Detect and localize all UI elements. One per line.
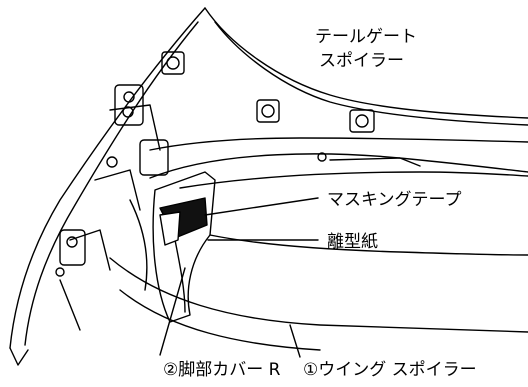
- leader-wing-spoiler: [289, 324, 301, 358]
- label-tailgate-spoiler-line1: テールゲート: [315, 27, 417, 47]
- label-wing-spoiler: ①ウイング スポイラー: [303, 360, 477, 380]
- bracket-2: [106, 139, 169, 176]
- label-leg-cover-r: ②脚部カバー R: [163, 360, 281, 380]
- clip-1: [161, 51, 185, 75]
- bracket-1: [114, 84, 144, 126]
- clip-3: [349, 109, 375, 133]
- leader-leg-cover: [159, 267, 186, 356]
- clip-2: [256, 99, 280, 123]
- release-paper: [159, 211, 181, 246]
- bracket-3: [55, 229, 86, 277]
- leg-cover-r: [152, 171, 216, 323]
- label-tailgate-spoiler-line2: スポイラー: [319, 51, 404, 71]
- label-masking-tape: マスキングテープ: [327, 190, 462, 210]
- tailgate-spoiler: [9, 7, 528, 366]
- leader-masking-tape: [204, 197, 319, 216]
- wing-spoiler: [109, 152, 528, 351]
- label-release-paper: 離型紙: [327, 232, 378, 252]
